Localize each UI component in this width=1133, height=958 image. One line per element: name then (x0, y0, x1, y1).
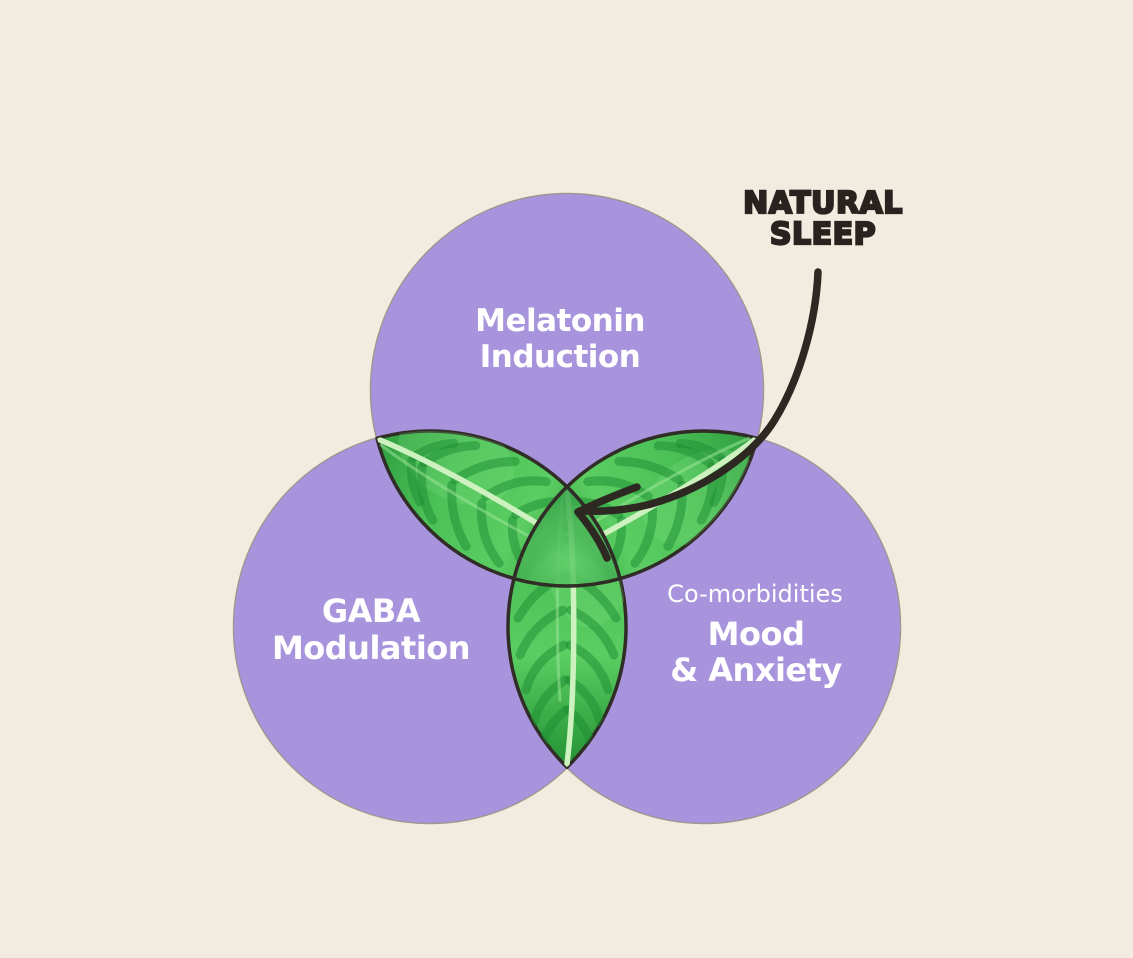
annotation-arrow-icon (574, 268, 822, 562)
callout-line: SLEEP (769, 217, 877, 252)
label-line: & Anxiety (670, 651, 842, 689)
circle-label-melatonin: Melatonin Induction (475, 303, 645, 375)
callout-line: NATURAL (742, 186, 903, 221)
label-line: Modulation (271, 629, 471, 667)
venn-center-intersection (512, 485, 622, 588)
circle-sublabel-comorbidities: Co-morbidities (667, 580, 843, 608)
label-line: Mood (707, 615, 805, 653)
natural-sleep-callout: NATURAL SLEEP (742, 186, 903, 252)
label-line: Induction (479, 339, 641, 375)
mint-leaves-illustration (347, 382, 789, 767)
circle-label-mood-anxiety: Mood & Anxiety (670, 616, 842, 688)
label-line: GABA (321, 592, 421, 630)
label-line: Melatonin (475, 303, 645, 339)
circle-label-gaba: GABA Modulation (271, 592, 471, 667)
